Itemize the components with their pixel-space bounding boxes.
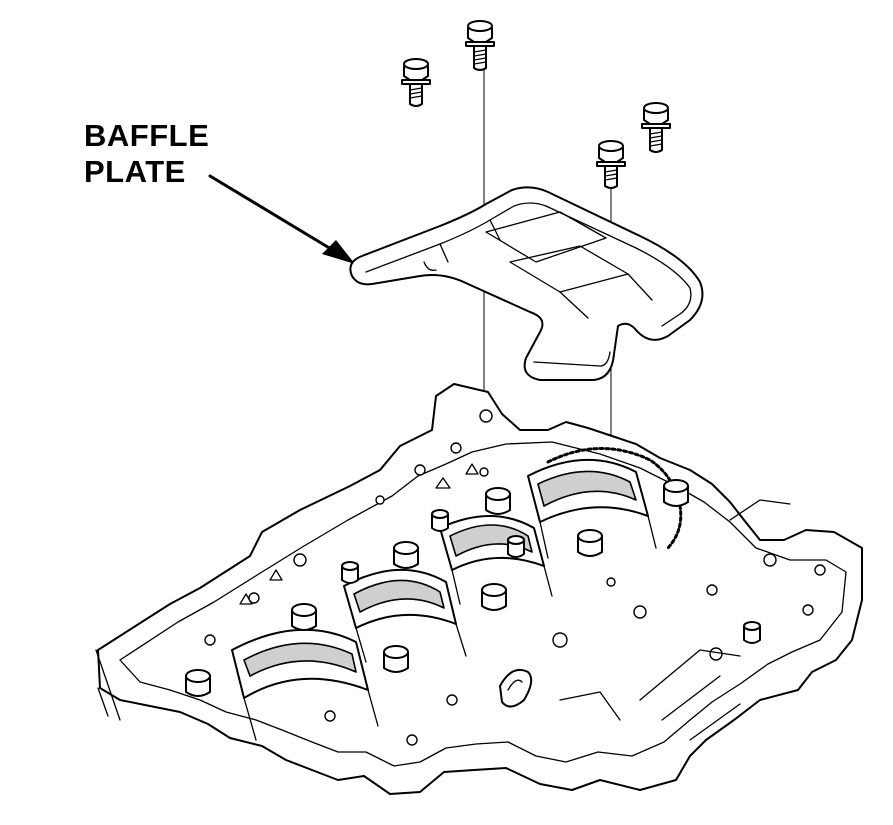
cap-bolts (185, 479, 761, 697)
main-bearing-1 (231, 628, 379, 741)
bolt-2 (465, 20, 495, 71)
block-holes (204, 409, 826, 746)
baffle-plate-label-line2: PLATE (84, 154, 186, 189)
baffle-plate-label: BAFFLE PLATE (84, 118, 209, 190)
main-bearing-4 (527, 458, 657, 559)
bolt-1 (401, 58, 431, 107)
bolt-3 (641, 102, 671, 153)
baffle-plate-label-line1: BAFFLE (84, 118, 210, 153)
main-bearing-2 (343, 568, 467, 663)
baffle-plate (349, 186, 704, 381)
engine-block (95, 383, 863, 795)
bolt-4 (596, 140, 626, 189)
oil-passage (499, 668, 533, 708)
leader-arrow (208, 174, 355, 264)
